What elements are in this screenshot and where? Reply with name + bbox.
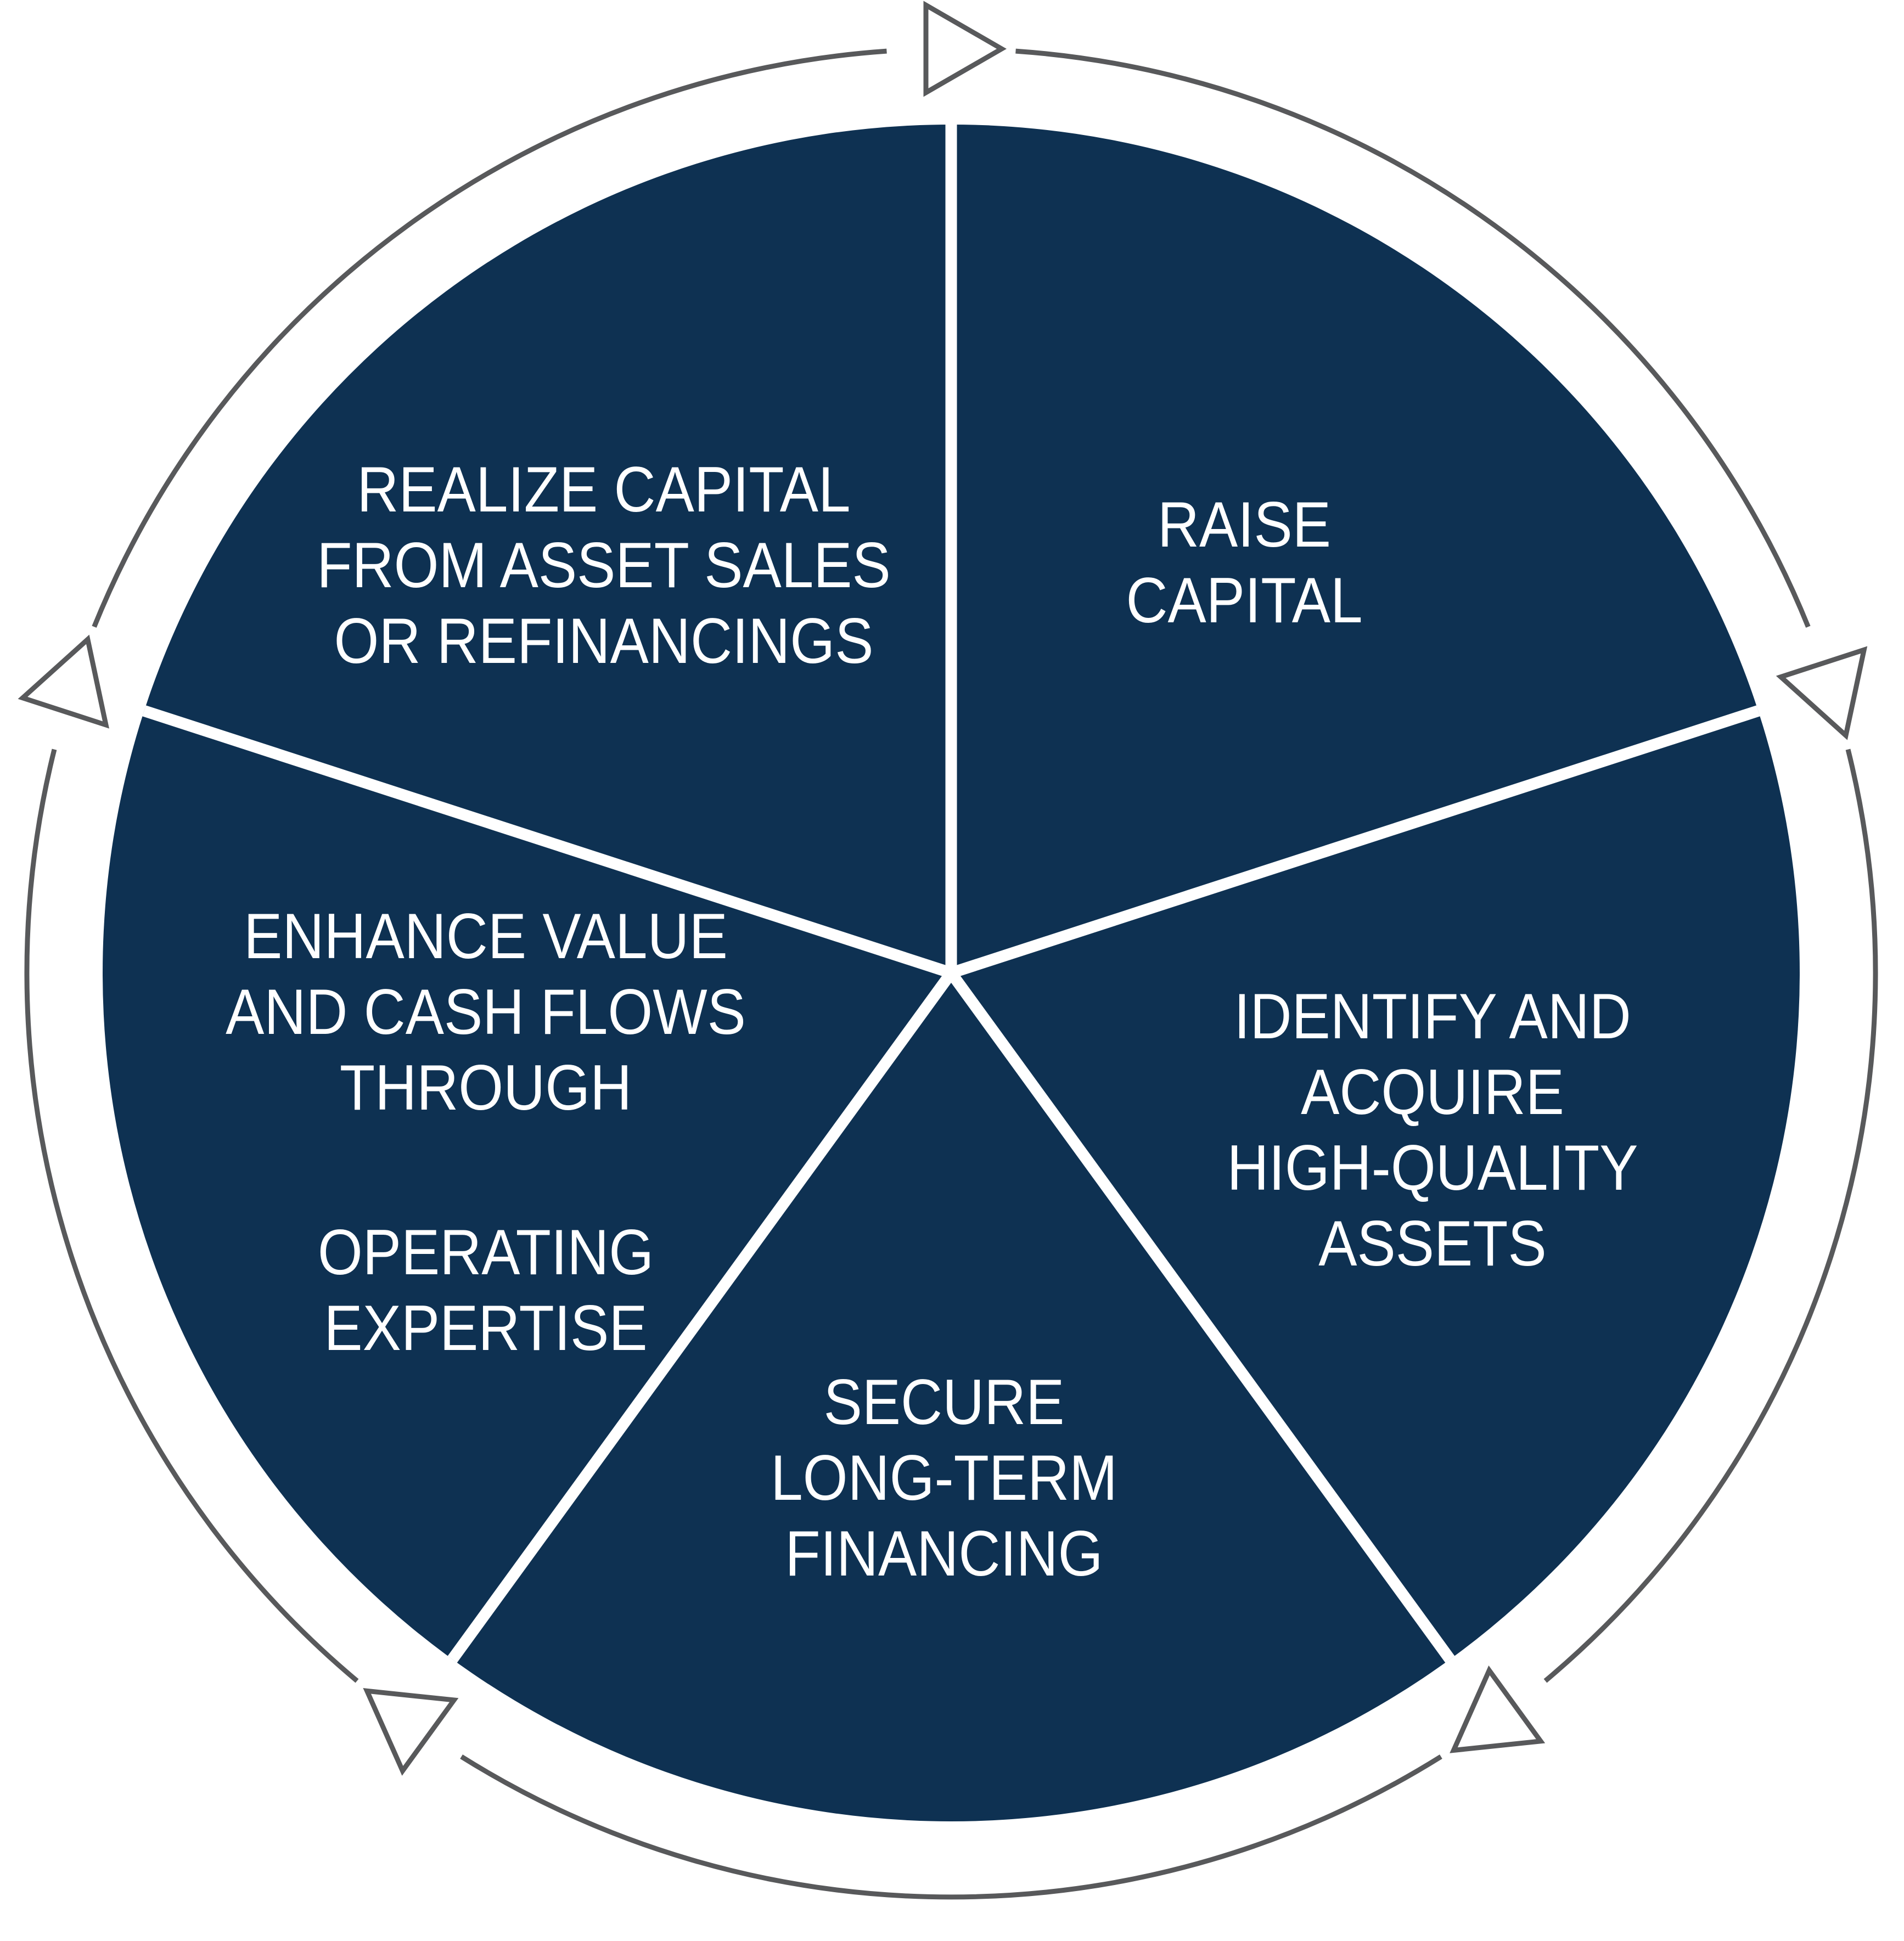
slice-label-secure-financing: SECURE LONG-TERM FINANCING [771, 1366, 1117, 1589]
cycle-arc [1015, 48, 1811, 628]
arrowheads [18, 1, 1868, 1776]
slice-label-enhance-value-para2: OPERATING EXPERTISE [317, 1216, 654, 1364]
clockwise-arrowhead-icon [363, 1688, 459, 1776]
cycle-arc [24, 749, 359, 1683]
slice-label-identify-acquire: IDENTIFY AND ACQUIRE HIGH-QUALITY ASSETS [1227, 980, 1638, 1279]
clockwise-arrowhead-icon [1450, 1665, 1546, 1753]
slice-label-realize-capital: REALIZE CAPITAL FROM ASSET SALES OR REFI… [317, 453, 891, 677]
slice-divider [946, 969, 1455, 1663]
cycle-arc [92, 48, 887, 628]
slice-label-raise-capital: RAISE CAPITAL [1126, 488, 1363, 636]
slice-label-enhance-value-para1: ENHANCE VALUE AND CASH FLOWS THROUGH [226, 900, 746, 1123]
clockwise-arrowhead-icon [18, 634, 110, 729]
cycle-arc [1543, 749, 1878, 1683]
clockwise-arrowhead-icon [1776, 646, 1868, 740]
outer-arrow-ring [24, 48, 1878, 1900]
slice-divider [447, 969, 956, 1663]
clockwise-arrowhead-icon [923, 1, 1007, 97]
slice-dividers [142, 125, 1760, 1663]
slice-divider [142, 705, 953, 978]
slice-divider [949, 705, 1760, 978]
cycle-arc [460, 1754, 1442, 1900]
slice-label-enhance-value: ENHANCE VALUE AND CASH FLOWS THROUGH OPE… [226, 823, 746, 1442]
